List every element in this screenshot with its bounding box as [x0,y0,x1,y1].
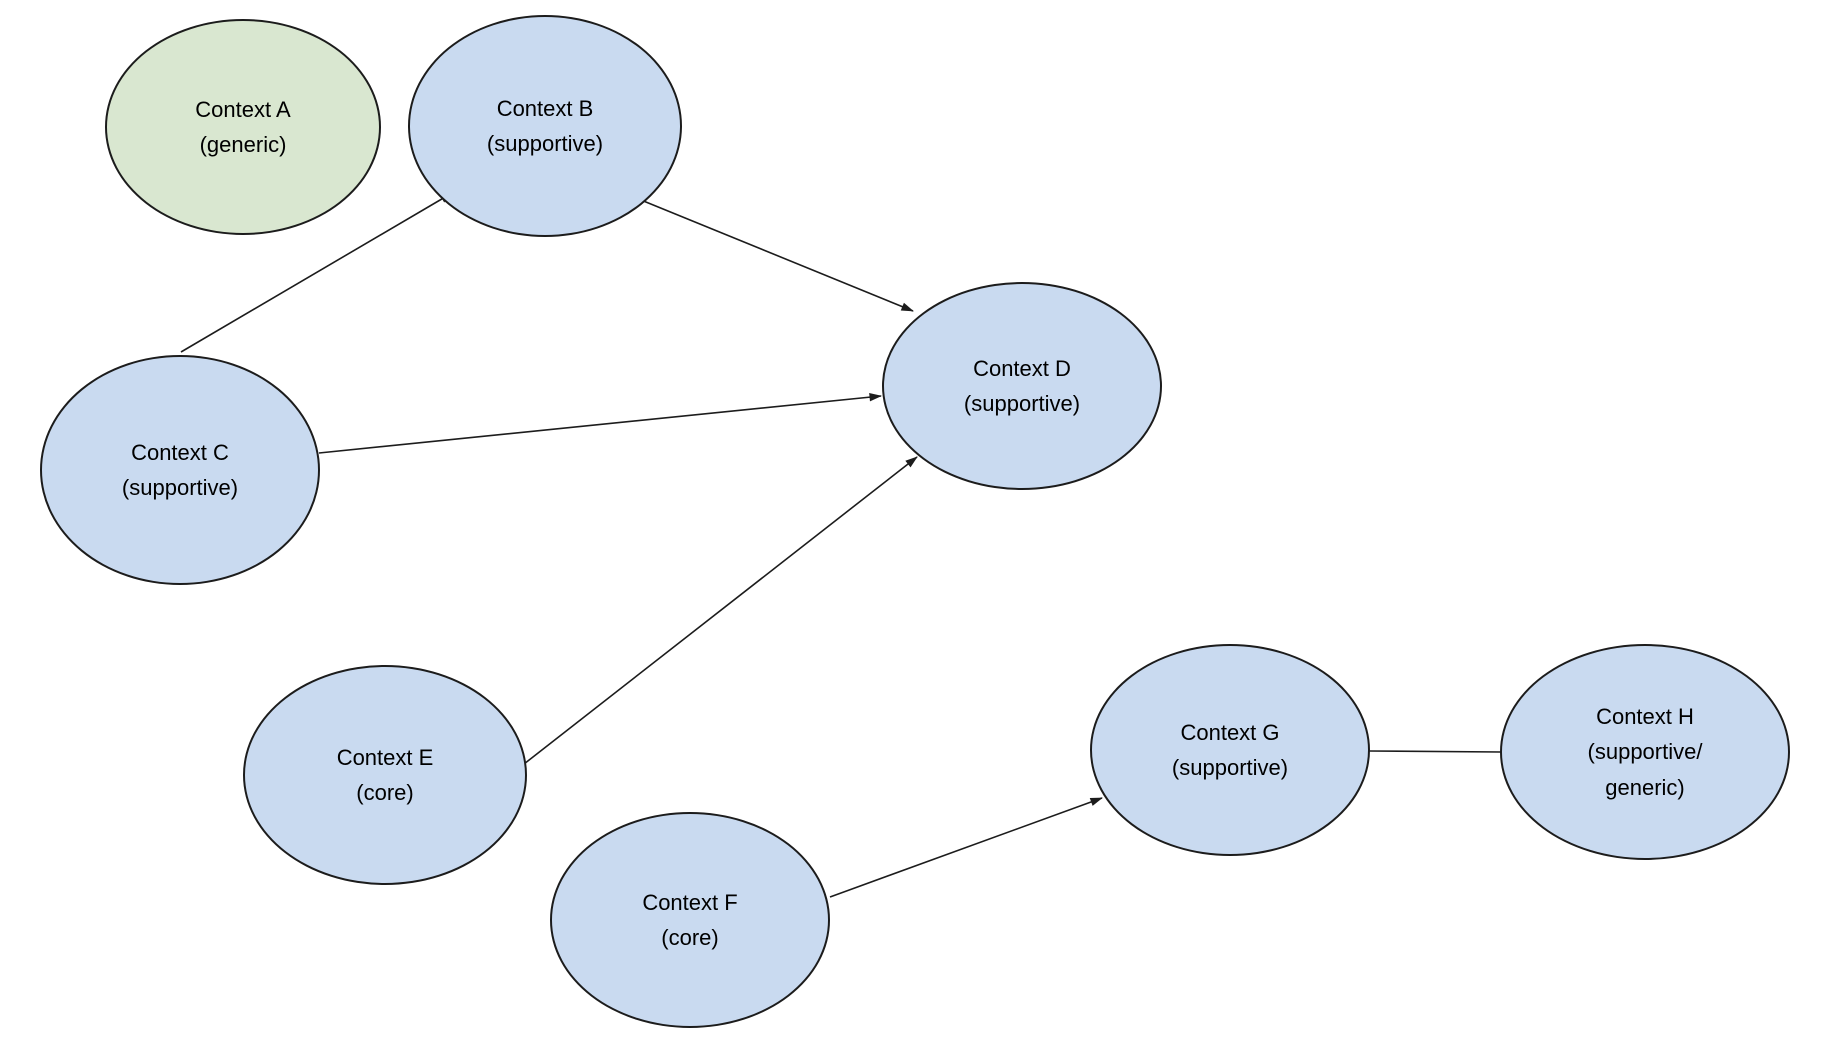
node-label-line: generic) [1605,774,1685,800]
node-label-line: Context F [642,889,738,915]
node-label-line: (supportive/ [1587,739,1703,765]
edge-c-to-d [318,392,882,454]
node-context-f: Context F (core) [550,812,830,1028]
node-context-g: Context G (supportive) [1090,644,1370,856]
edge-b-to-d [640,199,914,312]
edge-g-to-h [1368,750,1502,753]
node-label-line: (core) [356,780,414,805]
edge-f-to-g [829,797,1103,898]
node-context-e: Context E (core) [243,665,527,885]
node-label-line: Context H [1596,704,1694,730]
node-label-line: Context E [336,744,434,770]
node-context-d: Context D (supportive) [882,282,1162,490]
node-label-line: (core) [661,925,719,950]
node-label-line: Context A [195,96,291,122]
node-label-line: (supportive) [963,391,1081,416]
node-context-a: Context A (generic) [105,19,381,235]
node-label-line: (supportive) [1171,755,1289,780]
node-label-line: (supportive) [121,475,239,500]
node-label-line: Context G [1180,719,1280,745]
edge-c-to-b [180,192,453,353]
node-context-b: Context B (supportive) [408,15,682,237]
node-label-line: Context B [496,95,594,121]
node-label-line: (generic) [199,132,287,157]
node-label-line: (supportive) [486,131,604,156]
node-context-h: Context H (supportive/generic) [1500,644,1790,860]
node-label-line: Context D [973,355,1071,381]
edge-e-to-d [523,456,918,765]
node-context-c: Context C (supportive) [40,355,320,585]
node-label-line: Context C [131,439,229,465]
